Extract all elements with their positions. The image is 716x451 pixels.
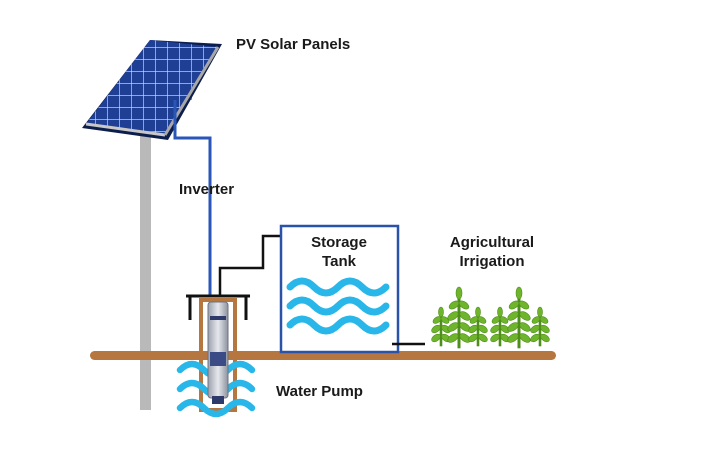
well-frame: [186, 294, 250, 320]
submersible-pump-icon: [207, 301, 229, 404]
label-storage-line2: Tank: [322, 253, 356, 270]
label-irrigation-line1: Agricultural: [449, 234, 535, 251]
label-water-pump: Water Pump: [276, 383, 363, 400]
panel-pole: [140, 128, 151, 410]
label-storage-tank: Storage Tank: [296, 233, 382, 271]
label-pv-solar-panels: PV Solar Panels: [236, 36, 351, 53]
delivery-pipe: [218, 234, 283, 296]
label-irrigation-line2: Irrigation: [459, 253, 525, 270]
power-cable: [173, 100, 212, 296]
label-storage-line1: Storage: [311, 234, 367, 251]
well-casing: [199, 298, 237, 412]
tank-water-waves-icon: [286, 277, 390, 335]
label-inverter: Inverter: [179, 181, 235, 198]
ground-line: [90, 351, 556, 360]
label-agricultural-irrigation: Agricultural Irrigation: [432, 233, 552, 271]
plant-icon: [431, 286, 550, 349]
solar-panel-icon: [82, 40, 222, 140]
